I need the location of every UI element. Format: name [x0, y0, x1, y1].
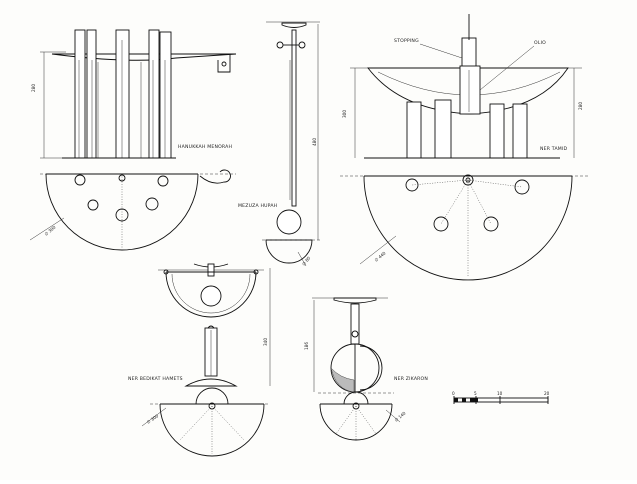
dim-menorah-diameter: ∅ 300 [43, 224, 56, 236]
dim-ner-tamid-height: 300 [342, 110, 347, 118]
dim-ner-zikaron-diameter: ∅ 140 [393, 410, 406, 422]
label-ner-zikaron: NER ZIKARON [394, 376, 428, 382]
ner-tamid-elevation: 300 280 STOPPING OLIO NER TAMID [342, 14, 583, 159]
label-hanukkah-menorah: HANUKKAH MENORAH [178, 144, 232, 150]
dim-menorah-height: 280 [31, 84, 36, 92]
scale-bar: 0 5 10 20 [452, 391, 550, 404]
mezuzah-lamp: 480 MEZUZA HUPAH ∅ 80 [238, 21, 320, 267]
dim-ner-bedikat-diameter: ∅ 300 [146, 413, 160, 425]
dim-ner-zikaron-height: 186 [304, 342, 309, 350]
ner-tamid-plan: ∅ 440 [340, 174, 590, 281]
menorah-plan: ∅ 300 [29, 169, 236, 251]
dim-mezuzah-height: 480 [312, 138, 317, 146]
label-ner-bedikat: NER BEDIKAT HAMETS [128, 376, 183, 382]
label-mezuzah: MEZUZA HUPAH [238, 203, 277, 209]
scale-tick-0: 0 [452, 391, 455, 396]
label-stopping: STOPPING [394, 38, 419, 44]
dim-ner-bedikat-height: 340 [263, 338, 268, 346]
dim-ner-tamid-height-right: 280 [578, 102, 583, 110]
label-oil: OLIO [534, 40, 546, 46]
scale-tick-20: 20 [544, 391, 550, 396]
label-ner-tamid: NER TAMID [540, 146, 568, 152]
ner-bedikat-lamp: 340 NER BEDIKAT HAMETS ∅ 300 [128, 263, 271, 457]
scale-tick-5: 5 [474, 391, 477, 396]
dim-mezuzah-diameter: ∅ 80 [301, 255, 312, 266]
menorah-elevation: 280 HANUKKAH MENORAH [31, 29, 237, 159]
ner-zikaron-lamp: 186 NER ZIKARON ∅ 140 [304, 297, 428, 441]
scale-tick-10: 10 [497, 391, 503, 396]
